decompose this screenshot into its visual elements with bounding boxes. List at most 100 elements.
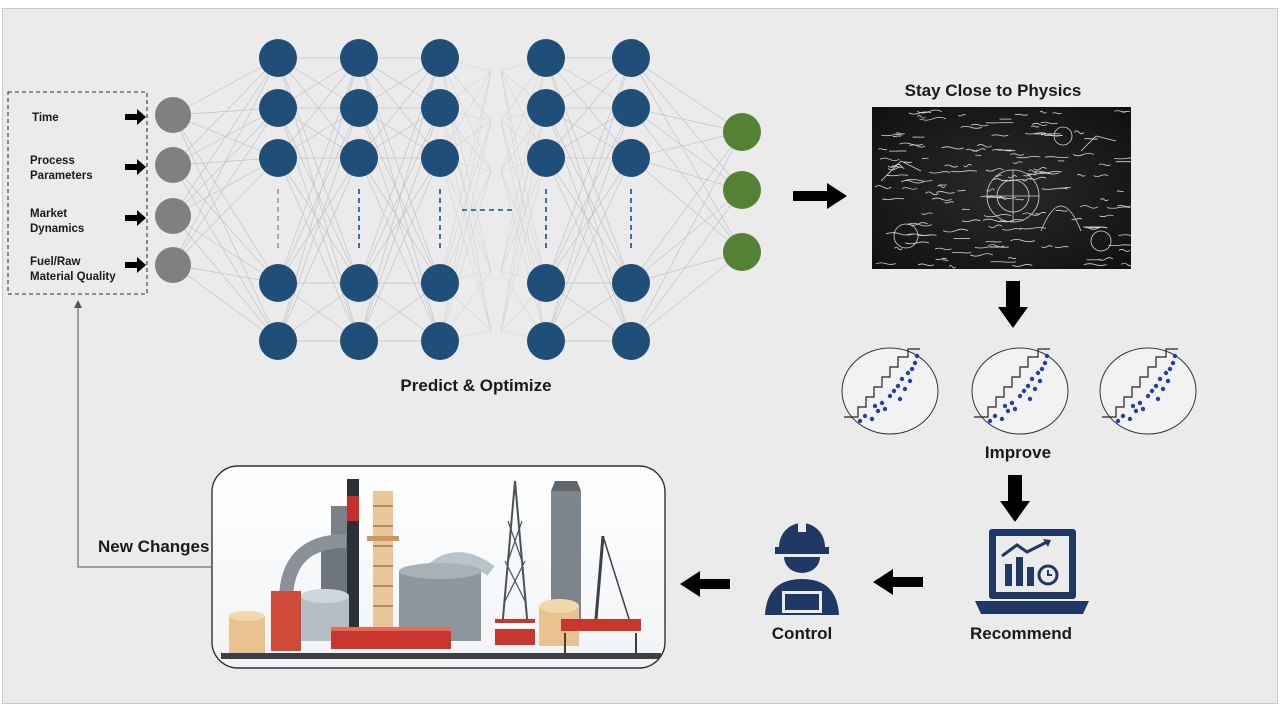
chalk-scribble [919, 117, 947, 121]
input-fuel-label-line2: Material Quality [30, 271, 116, 283]
inputs-box [7, 91, 148, 295]
chalk-scribble [886, 174, 909, 177]
chalk-circle [1053, 126, 1073, 146]
output-node [723, 171, 761, 209]
chalk-scribble [1059, 186, 1071, 189]
chalk-scribble [1032, 122, 1048, 127]
left-arrow-icon [873, 569, 923, 595]
chalk-scribble [906, 222, 932, 227]
hidden-node [612, 139, 650, 177]
right-arrow-icon [793, 183, 847, 209]
hidden-node [527, 264, 565, 302]
network-connection [277, 57, 360, 159]
network-connection [172, 57, 279, 266]
chalk-scribble [894, 246, 903, 251]
network-connection [172, 164, 279, 342]
network-connection [630, 189, 743, 342]
network-connection [172, 57, 279, 217]
hidden-node [340, 264, 378, 302]
chalk-scribble [1121, 110, 1130, 113]
chalk-scribble [1015, 198, 1025, 201]
chalk-scribble [878, 148, 888, 151]
network-connection [630, 157, 743, 191]
chalk-scribble [950, 170, 977, 173]
chalk-scribble [963, 163, 972, 168]
fitted-scatter-plot-icon [971, 347, 1069, 435]
network-connection [500, 120, 547, 342]
chalk-scribble [1052, 112, 1062, 115]
chalk-scribble [1007, 257, 1017, 259]
chalk-scribble [1071, 218, 1083, 221]
hidden-node [527, 139, 565, 177]
chalk-scribble [948, 264, 956, 269]
chalk-scribble [974, 246, 997, 249]
chalk-scribble [1117, 205, 1131, 207]
hidden-node [259, 89, 297, 127]
network-connection [630, 251, 743, 342]
chalk-scribble [1040, 121, 1058, 125]
network-connection [172, 57, 279, 116]
hidden-node [259, 322, 297, 360]
chalk-scribble [1016, 155, 1041, 159]
chalk-line [880, 160, 922, 182]
chalk-scribble [881, 134, 903, 137]
chalk-scribble [1085, 226, 1107, 229]
chalk-scribble [921, 212, 933, 215]
hidden-node [340, 322, 378, 360]
chalk-scribble [951, 251, 972, 254]
chalk-scribble [983, 214, 1012, 218]
input-labels: Time Process Parameters Market Dynamics … [30, 112, 116, 283]
chalk-scribble [1116, 190, 1124, 192]
new-changes-label: New Changes [98, 537, 209, 556]
hidden-node [421, 264, 459, 302]
chalk-scribble [1007, 175, 1018, 179]
input-market-label-line1: Market [30, 208, 67, 220]
network-connection [545, 157, 632, 342]
network-connection [630, 131, 743, 342]
hidden-node [340, 139, 378, 177]
network-connection [172, 215, 279, 342]
chalk-scribble [941, 146, 965, 150]
network-connection [277, 157, 360, 284]
network-connection [630, 131, 743, 159]
chalk-scribble [965, 148, 978, 152]
diagram-slide: Time Process Parameters Market Dynamics … [2, 8, 1278, 704]
chalk-scribble [925, 191, 939, 196]
network-connection [500, 157, 547, 272]
network-nodes [155, 39, 761, 360]
chalk-line [1040, 205, 1082, 232]
network-connection [277, 157, 360, 342]
chalk-scribble [1072, 152, 1094, 157]
hidden-node [421, 89, 459, 127]
right-arrow-icon [125, 159, 146, 175]
hidden-node [527, 322, 565, 360]
chalk-scribble [1012, 161, 1023, 164]
network-connection [500, 170, 547, 284]
chalk-scribble [904, 241, 929, 245]
chalk-scribble [988, 244, 1005, 248]
chalk-scribble [1106, 206, 1131, 209]
chalk-scribble [887, 166, 905, 171]
chalk-scribble [1080, 205, 1099, 209]
chalk-scribble [998, 197, 1008, 200]
chalk-scribble [1028, 169, 1037, 173]
input-time-label: Time [32, 112, 59, 124]
input-process-label-line2: Parameters [30, 170, 93, 182]
chalk-scribble [874, 185, 892, 189]
input-process-label-line1: Process [30, 155, 75, 167]
hidden-node [259, 39, 297, 77]
input-fuel-label-line1: Fuel/Raw [30, 256, 81, 268]
chalk-scribble [957, 189, 966, 192]
chalk-scribble [1012, 264, 1033, 267]
chalk-scribble [1083, 263, 1107, 266]
chalk-scribble [903, 161, 912, 163]
chalk-scribble [1033, 167, 1047, 171]
chalk-scribble [1039, 170, 1063, 174]
chalk-scribble [1041, 245, 1053, 249]
chalk-scribble [976, 144, 992, 148]
network-connection [358, 107, 441, 284]
recommend-label: Recommend [970, 624, 1072, 643]
chalk-scribble [917, 234, 937, 236]
input-node [155, 198, 191, 234]
chalk-scribble [1118, 249, 1131, 252]
